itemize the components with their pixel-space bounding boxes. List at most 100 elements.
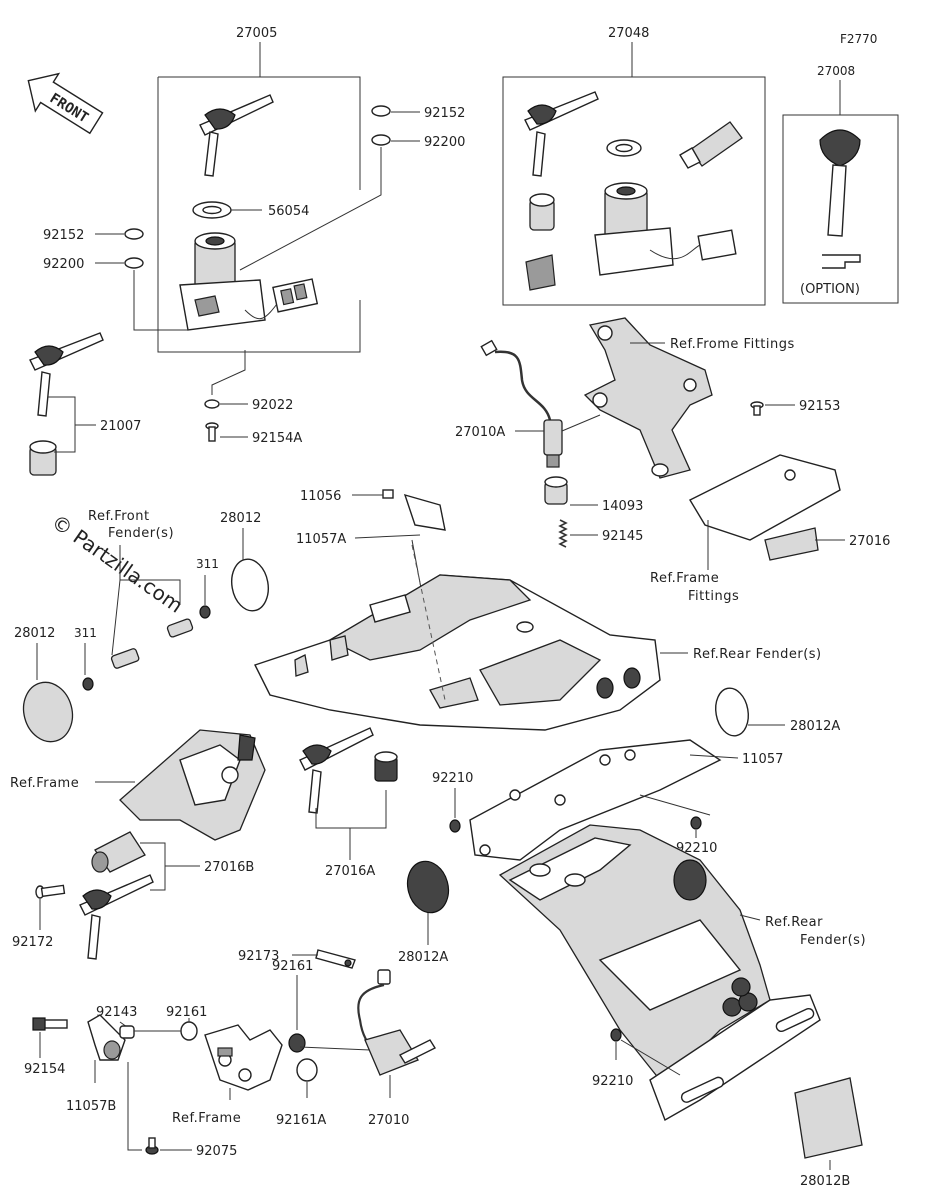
- bracket-27016-icon: [689, 454, 841, 561]
- label-ref-frame-bottom[interactable]: Ref.Frame: [172, 1111, 241, 1126]
- label-311-b[interactable]: 311: [74, 626, 97, 640]
- label-27010[interactable]: 27010: [368, 1113, 409, 1128]
- label-ref-frome-fittings[interactable]: Ref.Frome Fittings: [670, 337, 795, 352]
- label-92161-b[interactable]: 92161: [272, 959, 313, 974]
- front-arrow-icon: FRONT: [27, 72, 104, 135]
- label-28012B[interactable]: 28012B: [800, 1174, 850, 1189]
- label-ref-front-fender-1[interactable]: Ref.Front: [88, 509, 150, 524]
- label-92022[interactable]: 92022: [252, 398, 293, 413]
- collar-92161A-icon: [296, 1058, 318, 1082]
- label-27016[interactable]: 27016: [849, 534, 890, 549]
- collar-b-icon: [110, 648, 140, 669]
- frame-fitting-bracket-icon: [583, 317, 713, 479]
- frame-bottom-bracket-icon: [204, 1024, 283, 1091]
- label-92210-bottom[interactable]: 92210: [592, 1074, 633, 1089]
- nut-92152-left-icon: [124, 228, 144, 240]
- bracket-11057A-icon: [403, 493, 446, 531]
- label-92200-top[interactable]: 92200: [424, 135, 465, 150]
- switch-27010-icon: [357, 969, 437, 1076]
- washer-92161-a-icon: [180, 1021, 198, 1041]
- label-11056[interactable]: 11056: [300, 489, 341, 504]
- label-option[interactable]: (OPTION): [800, 282, 860, 297]
- label-ref-rear-fender-mid-2[interactable]: Fender(s): [800, 933, 866, 948]
- key-27016B-icon: [79, 874, 154, 960]
- bracket-11057-icon: [469, 739, 722, 861]
- label-ref-frame-fittings-2[interactable]: Fittings: [688, 589, 739, 604]
- label-92153[interactable]: 92153: [799, 399, 840, 414]
- label-11057A[interactable]: 11057A: [296, 532, 346, 547]
- label-21007[interactable]: 21007: [100, 419, 141, 434]
- grommet-28012A-right-icon: [715, 687, 749, 737]
- label-92210-right[interactable]: 92210: [676, 841, 717, 856]
- washer-92200-icon: [371, 134, 391, 146]
- label-92152-top[interactable]: 92152: [424, 106, 465, 121]
- label-28012A-right[interactable]: 28012A: [790, 719, 840, 734]
- label-ref-front-fender-2[interactable]: Fender(s): [108, 526, 174, 541]
- grommet-28012-a-icon: [231, 558, 269, 612]
- key-21007-icon: [29, 332, 104, 417]
- label-92154A[interactable]: 92154A: [252, 431, 302, 446]
- label-92145[interactable]: 92145: [602, 529, 643, 544]
- label-28012-a[interactable]: 28012: [220, 511, 261, 526]
- label-ref-frame-left[interactable]: Ref.Frame: [10, 776, 79, 791]
- ignition-switch-icon: [179, 232, 319, 331]
- label-92143[interactable]: 92143: [96, 1005, 137, 1020]
- label-92152-left[interactable]: 92152: [43, 228, 84, 243]
- screw-92153-icon: [750, 401, 764, 416]
- lock-cylinder-icon: [29, 440, 57, 476]
- rear-fender-bottom-icon: [498, 824, 821, 1122]
- nut-92210-right-icon: [690, 816, 702, 830]
- bracket-11057B-icon: [87, 1014, 126, 1061]
- switch-27010A-icon: [480, 339, 563, 468]
- frame-left-icon: [119, 729, 266, 841]
- label-27008[interactable]: 27008: [817, 64, 855, 78]
- lock-27016A-icon: [374, 751, 398, 782]
- option-key-27008-group: 27008 (OPTION): [782, 64, 899, 304]
- washer-92022-icon: [204, 399, 220, 409]
- label-92172[interactable]: 92172: [12, 935, 53, 950]
- label-14093[interactable]: 14093: [602, 499, 643, 514]
- rear-fender-top-icon: [254, 574, 661, 731]
- label-11057[interactable]: 11057: [742, 752, 783, 767]
- washer-92161-b-icon: [288, 1033, 306, 1053]
- key-27016A-icon: [299, 727, 374, 814]
- bolt-92154-icon: [32, 1017, 68, 1031]
- strap-92173-icon: [315, 949, 356, 969]
- label-92210-top[interactable]: 92210: [432, 771, 473, 786]
- label-27005[interactable]: 27005: [236, 26, 277, 41]
- label-27016A[interactable]: 27016A: [325, 864, 375, 879]
- ignition-key-icon: [199, 94, 274, 177]
- label-92161-a[interactable]: 92161: [166, 1005, 207, 1020]
- label-11057B[interactable]: 11057B: [66, 1099, 116, 1114]
- screw-92075-icon: [145, 1137, 159, 1155]
- label-92200-left[interactable]: 92200: [43, 257, 84, 272]
- label-92161A[interactable]: 92161A: [276, 1113, 326, 1128]
- nut-92152-icon: [371, 105, 391, 117]
- label-27016B[interactable]: 27016B: [204, 860, 254, 875]
- label-ref-frame-fittings-1[interactable]: Ref.Frame: [650, 571, 719, 586]
- grommet-28012-b-icon: [22, 681, 74, 743]
- switch-27016B-icon: [91, 831, 146, 873]
- label-92173[interactable]: 92173: [238, 949, 279, 964]
- nut-311-b-icon: [82, 677, 94, 691]
- label-92075[interactable]: 92075: [196, 1144, 237, 1159]
- label-27010A[interactable]: 27010A: [455, 425, 505, 440]
- label-311-a[interactable]: 311: [196, 557, 219, 571]
- label-28012-b[interactable]: 28012: [14, 626, 55, 641]
- label-92154[interactable]: 92154: [24, 1062, 65, 1077]
- grommet-28012A-mid-icon: [406, 860, 450, 914]
- label-ref-rear-fender-top[interactable]: Ref.Rear Fender(s): [693, 647, 822, 662]
- kit-27048-group: 27048: [502, 26, 766, 306]
- plunger-14093-icon: [544, 476, 568, 505]
- kit-27005-group: 27005 56054: [157, 26, 361, 353]
- label-28012A-mid[interactable]: 28012A: [398, 950, 448, 965]
- label-27048[interactable]: 27048: [608, 26, 649, 41]
- nut-92210-bottom-icon: [610, 1028, 622, 1042]
- spring-92145-icon: [558, 519, 568, 548]
- reflector-28012B-icon: [794, 1077, 863, 1159]
- label-ref-rear-fender-mid-1[interactable]: Ref.Rear: [765, 915, 823, 930]
- screw-92172-icon: [35, 884, 66, 899]
- nut-311-a-icon: [199, 605, 211, 619]
- label-56054[interactable]: 56054: [268, 204, 309, 219]
